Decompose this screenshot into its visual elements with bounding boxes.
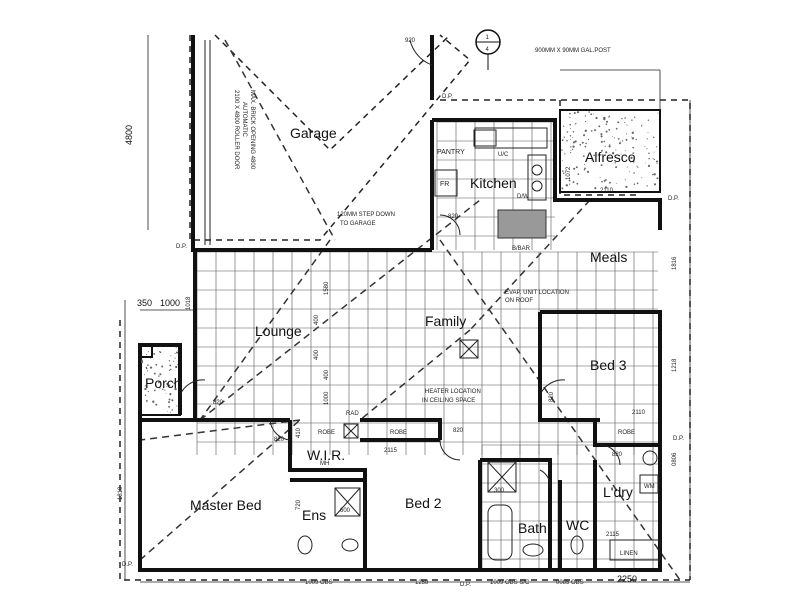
dim-1810: 1810 [118, 486, 124, 500]
room-label-wir: W.I.R. [307, 447, 345, 463]
label-bbar: B/BAR [512, 246, 531, 252]
label-dp-5: D.P. [122, 562, 133, 568]
porch-post [139, 344, 153, 358]
label-dp-3: D.P. [668, 196, 679, 202]
floor-tile-grid [196, 121, 660, 568]
evap-note-1: EVAP. UNIT LOCATION [505, 290, 569, 296]
heater-note-1: HEATER LOCATION [425, 389, 481, 395]
room-label-alfresco: Alfresco [585, 149, 636, 165]
dim-350: 350 [137, 298, 152, 308]
step-down-note-2: TO GARAGE [340, 221, 376, 227]
label-dp-4: D.P. [673, 436, 684, 442]
gal-post-note: 900MM X 90MM GAL.POST [535, 48, 611, 54]
label-linen: LINEN [620, 551, 638, 557]
dim-1000-v: 1000 [324, 391, 330, 405]
dim-920: 920 [405, 38, 416, 44]
room-label-laundry: L'dry [603, 484, 633, 500]
room-label-meals: Meals [590, 249, 627, 265]
roller-door-note: 2100 X 4800 ROLLER DOOR AUTOMATIC MAX. B… [233, 90, 255, 170]
room-label-lounge: Lounge [255, 323, 302, 339]
svg-text:AUTOMATIC: AUTOMATIC [241, 102, 247, 137]
bathroom-fixtures [297, 450, 661, 561]
alfresco-paving [140, 111, 659, 413]
dim-720: 720 [296, 499, 302, 510]
dim-1816: 1816 [672, 256, 678, 270]
porch-slab [139, 344, 181, 416]
room-label-master: Master Bed [190, 497, 262, 513]
label-pantry: PANTRY [437, 149, 465, 156]
door-swings [179, 39, 621, 489]
room-label-bed3: Bed 3 [590, 357, 627, 373]
evap-note-2: ON ROOF [505, 298, 533, 304]
section-marker-top: 1 [486, 35, 490, 41]
dim-1018: 1018 [186, 296, 192, 310]
room-label-bath: Bath [518, 520, 547, 536]
dim-2110-b: 2110 [632, 410, 646, 416]
label-mh: MH [320, 461, 329, 467]
label-dp-6: D.P. [460, 582, 471, 588]
room-label-kitchen: Kitchen [470, 175, 517, 191]
label-robe-1: ROBE [390, 430, 407, 436]
dim-0085-obs: 0085 OBS [556, 580, 584, 586]
dim-400-c: 400 [324, 369, 330, 380]
dim-820-d: 820 [612, 452, 623, 458]
heater-note-2: IN CEILING SPACE [422, 398, 475, 404]
dim-400-b: 400 [314, 349, 320, 360]
alfresco-slab [559, 109, 661, 193]
step-down-note-1: 120MM STEP DOWN [337, 212, 395, 218]
kitchen-fixtures [434, 127, 548, 239]
garage-walls [191, 35, 434, 252]
dim-1580: 1580 [324, 281, 330, 295]
label-rad: RAD [346, 411, 359, 417]
label-uc: U/C [498, 152, 509, 158]
label-wm: WM [644, 484, 655, 490]
room-label-bed2: Bed 2 [405, 495, 442, 511]
dim-2250: 2250 [617, 574, 637, 584]
roof-hip-lines [139, 39, 681, 581]
dim-1072: 1072 [566, 166, 572, 180]
svg-text:2100 X 4800 ROLLER DOOR: 2100 X 4800 ROLLER DOOR [233, 90, 239, 170]
section-marker: 1 4 [475, 29, 501, 70]
label-robe-2: ROBE [618, 430, 635, 436]
dim-1000: 1000 [160, 298, 180, 308]
label-fr: FR [440, 181, 449, 188]
dim-820-c: 820 [453, 428, 464, 434]
dim-820-b: 820 [448, 214, 459, 220]
dim-1009-obs: 1009 OBS [305, 580, 333, 586]
dim-820-f: 820 [549, 391, 555, 402]
dim-400-a: 400 [314, 314, 320, 325]
label-dp-1: D.P. [176, 244, 187, 250]
dim-820-e: 820 [274, 437, 285, 443]
dim-1218: 1218 [672, 358, 678, 372]
section-marker-bottom: 4 [486, 47, 490, 53]
label-dw: D/W [517, 194, 529, 200]
dim-2115-a: 2115 [384, 448, 398, 454]
dim-410: 410 [296, 427, 302, 438]
room-label-wc: WC [566, 517, 589, 533]
dim-2115-b: 2115 [606, 532, 620, 538]
dim-1009-obs-sc: 1009 OBS S/C [490, 580, 530, 586]
dim-4800: 4800 [124, 125, 134, 145]
svg-text:MAX. BRICK OPENING 4800: MAX. BRICK OPENING 4800 [249, 90, 255, 170]
ceiling-fixtures [343, 339, 479, 439]
label-robe-3: ROBE [318, 430, 335, 436]
dim-820-a: 820 [213, 400, 224, 406]
room-label-porch: Porch [145, 375, 182, 391]
roof-outline [119, 34, 691, 581]
dim-2110-a: 2110 [600, 188, 614, 194]
label-dp-2: D.P. [442, 94, 453, 100]
room-label-ens: Ens [302, 507, 326, 523]
dim-0806: 0806 [672, 452, 678, 466]
dim-600: 600 [340, 508, 351, 514]
dimension-lines [124, 35, 691, 583]
room-label-family: Family [425, 313, 466, 329]
dim-1258: 1258 [415, 580, 429, 586]
room-label-garage: Garage [290, 125, 337, 141]
dim-300: 300 [494, 488, 505, 494]
